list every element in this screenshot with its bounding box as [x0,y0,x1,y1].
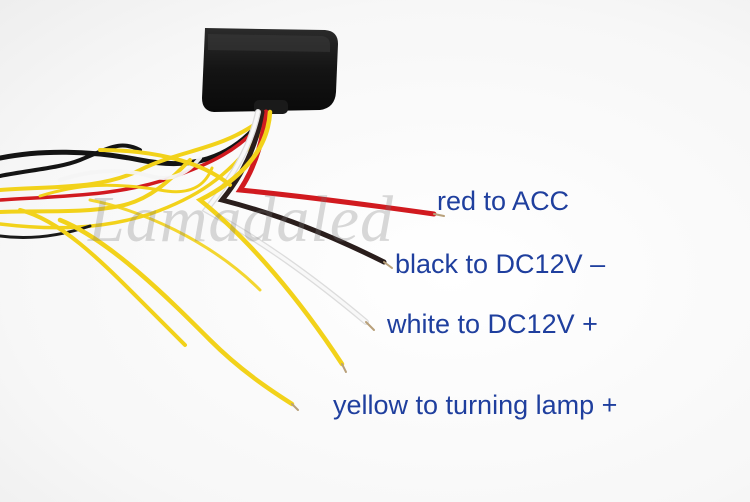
control-module [202,28,338,114]
yellow-wires [18,109,347,411]
white-wire [201,109,375,331]
red-wire-label: red to ACC [437,186,570,216]
white-wire-label: white to DC12V + [387,309,598,339]
watermark-text: Lamadaled [88,183,394,256]
black-wire-label: black to DC12V – [395,249,606,279]
black-wire [217,109,393,269]
yellow-wire-label: yellow to turning lamp + [333,390,618,420]
cable-bundle [0,117,270,239]
